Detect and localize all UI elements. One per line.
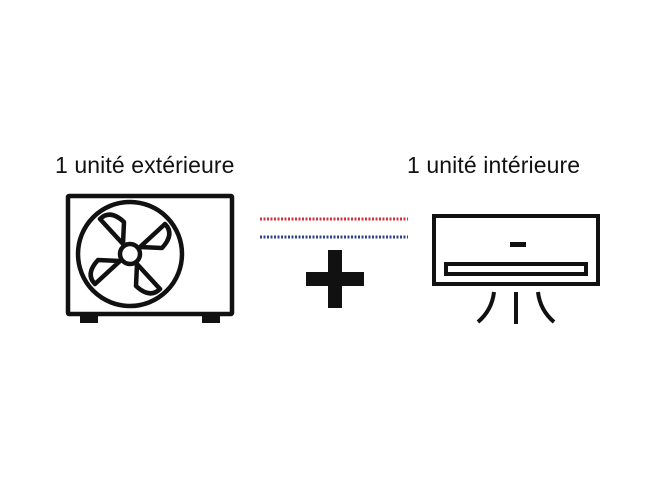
outdoor-unit-label: 1 unité extérieure bbox=[55, 152, 235, 178]
plus-icon bbox=[306, 250, 364, 308]
refrigerant-pipes-icon bbox=[260, 217, 408, 239]
indoor-unit-label: 1 unité intérieure bbox=[407, 152, 581, 178]
outdoor-heat-pump-fan-icon bbox=[65, 193, 235, 323]
wall-mounted-air-conditioner-icon bbox=[432, 214, 600, 324]
